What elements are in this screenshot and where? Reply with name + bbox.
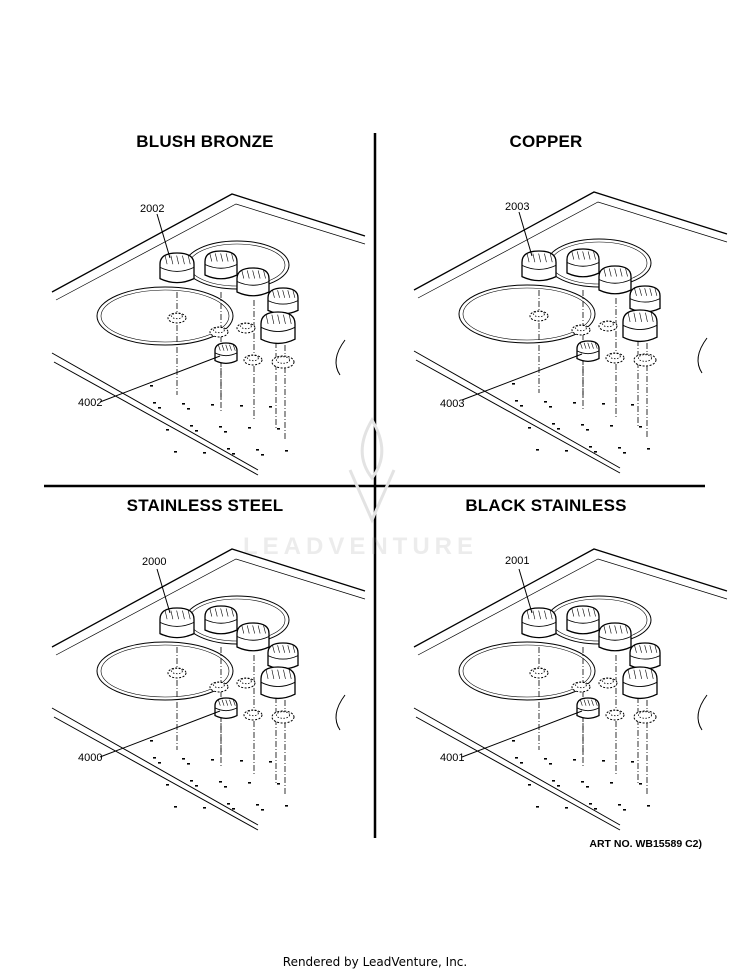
watermark-text: LEADVENTURE [243,533,479,560]
cooktop-sketch [51,548,366,831]
panel-title-copper: COPPER [509,132,583,151]
panel-title-black-stainless: BLACK STAINLESS [465,496,627,515]
cooktop-sketch [413,191,728,474]
callout-knob-copper[interactable]: 2003 [505,201,530,213]
art-number: ART NO. WB15589 C2) [589,838,702,850]
callout-small-black-stainless[interactable]: 4001 [440,752,465,764]
callout-small-stainless-steel[interactable]: 4000 [78,752,103,764]
panel-title-blush-bronze: BLUSH BRONZE [136,132,274,151]
cooktop-sketch [51,193,366,476]
callout-small-copper[interactable]: 4003 [440,398,465,410]
footer-credit: Rendered by LeadVenture, Inc. [282,955,468,969]
callout-small-blush-bronze[interactable]: 4002 [78,397,103,409]
callout-knob-blush-bronze[interactable]: 2002 [140,203,165,215]
callout-knob-stainless-steel[interactable]: 2000 [142,556,167,568]
panel-title-stainless-steel: STAINLESS STEEL [126,496,284,515]
cooktop-sketch [413,548,728,831]
callout-knob-black-stainless[interactable]: 2001 [505,555,530,567]
